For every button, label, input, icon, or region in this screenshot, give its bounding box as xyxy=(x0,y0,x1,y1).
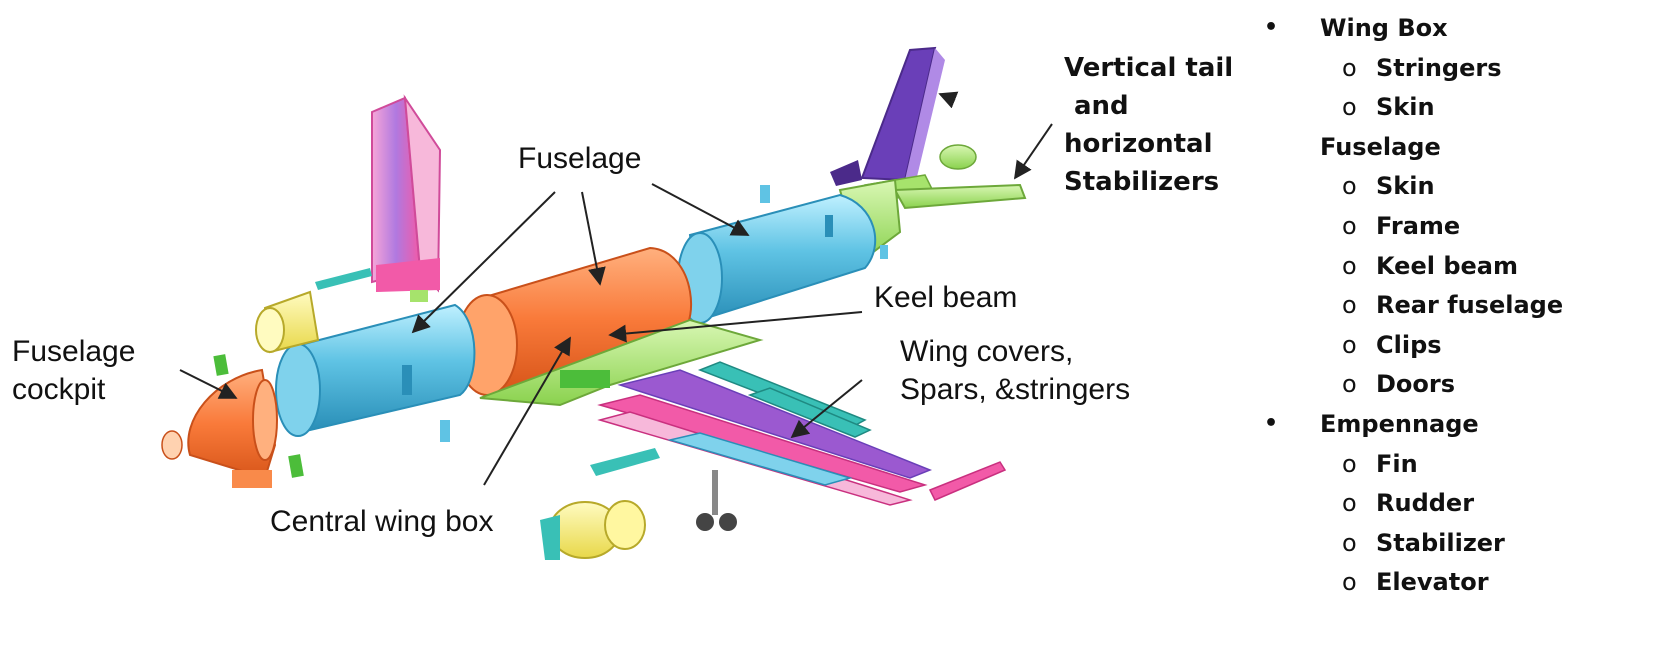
wing-root-belly xyxy=(479,318,764,407)
engine-nacelle-left xyxy=(255,290,320,354)
parts-list-item: o Elevator xyxy=(1342,562,1489,602)
label-tail-line2: and xyxy=(1074,91,1129,121)
circle-marker: o xyxy=(1342,93,1357,122)
parts-list-item: o Rudder xyxy=(1342,483,1475,523)
label-wing-covers-line1: Wing covers, xyxy=(900,335,1074,368)
parts-list-text: Clips xyxy=(1376,330,1442,359)
parts-list-item: o Stringers xyxy=(1342,48,1502,88)
circle-marker: o xyxy=(1342,568,1357,597)
small-parts xyxy=(213,185,888,478)
parts-list-text: Stringers xyxy=(1376,53,1502,82)
parts-list-heading: Fuselage xyxy=(1320,127,1441,167)
aircraft-exploded-diagram xyxy=(161,46,1053,560)
engine-lower xyxy=(540,500,646,560)
parts-list-item: o Clips xyxy=(1342,325,1442,365)
parts-list-text: Skin xyxy=(1376,172,1435,201)
parts-list-item: o Stabilizer xyxy=(1342,523,1505,563)
parts-list-text: Fuselage xyxy=(1320,132,1441,161)
parts-list-text: Elevator xyxy=(1376,568,1489,597)
parts-list-item: o Rear fuselage xyxy=(1342,285,1564,325)
parts-list-heading: • Empennage xyxy=(1264,404,1479,444)
parts-list-item: o Fin xyxy=(1342,444,1418,484)
label-wing-covers-line2: Spars, &stringers xyxy=(900,373,1131,406)
circle-marker: o xyxy=(1342,489,1357,518)
forward-fuselage-section xyxy=(275,303,476,437)
parts-list-text: Empennage xyxy=(1320,410,1479,438)
vertical-tail xyxy=(830,46,945,201)
circle-marker: o xyxy=(1342,53,1357,82)
right-wing xyxy=(597,361,1007,506)
parts-list-item: o Skin xyxy=(1342,87,1435,127)
parts-list-text: Wing Box xyxy=(1320,14,1448,42)
circle-marker: o xyxy=(1342,251,1357,280)
circle-marker: o xyxy=(1342,330,1357,359)
parts-list-item: o Keel beam xyxy=(1342,246,1518,286)
parts-list-item: o Skin xyxy=(1342,166,1435,206)
label-tail-line3: horizontal xyxy=(1064,129,1213,159)
horizontal-stabilizer xyxy=(893,144,1027,210)
parts-list-item: o Doors xyxy=(1342,364,1456,404)
label-fuselage-cockpit-line1: Fuselage xyxy=(12,335,136,368)
circle-marker: o xyxy=(1342,172,1357,201)
label-central-wing-box: Central wing box xyxy=(270,505,494,538)
label-fuselage: Fuselage xyxy=(518,142,642,175)
label-keel-beam: Keel beam xyxy=(874,281,1018,314)
parts-list-text: Frame xyxy=(1376,212,1461,240)
circle-marker: o xyxy=(1342,212,1357,240)
label-fuselage-cockpit-line2: cockpit xyxy=(12,373,106,406)
parts-list-heading: • Wing Box xyxy=(1264,8,1448,48)
label-tail-line1: Vertical tail xyxy=(1064,53,1234,83)
parts-list-text: Fin xyxy=(1376,449,1418,478)
left-tail-fin xyxy=(371,94,442,293)
circle-marker: o xyxy=(1342,370,1357,399)
parts-list-text: Doors xyxy=(1376,370,1456,399)
leader-lines xyxy=(179,91,1053,486)
parts-list-text: Rear fuselage xyxy=(1376,291,1564,320)
landing-gear xyxy=(696,470,737,531)
parts-list-text: Rudder xyxy=(1376,489,1475,518)
bullet-marker: • xyxy=(1264,15,1279,40)
circle-marker: o xyxy=(1342,291,1357,320)
cockpit-section xyxy=(161,368,278,488)
bullet-marker: • xyxy=(1264,411,1279,436)
circle-marker: o xyxy=(1342,449,1357,478)
parts-list-text: Skin xyxy=(1376,93,1435,122)
parts-list-item: o Frame xyxy=(1342,206,1461,246)
label-tail-line4: Stabilizers xyxy=(1064,167,1220,197)
parts-list-text: Stabilizer xyxy=(1376,528,1505,557)
circle-marker: o xyxy=(1342,528,1357,557)
parts-list-text: Keel beam xyxy=(1376,251,1518,280)
